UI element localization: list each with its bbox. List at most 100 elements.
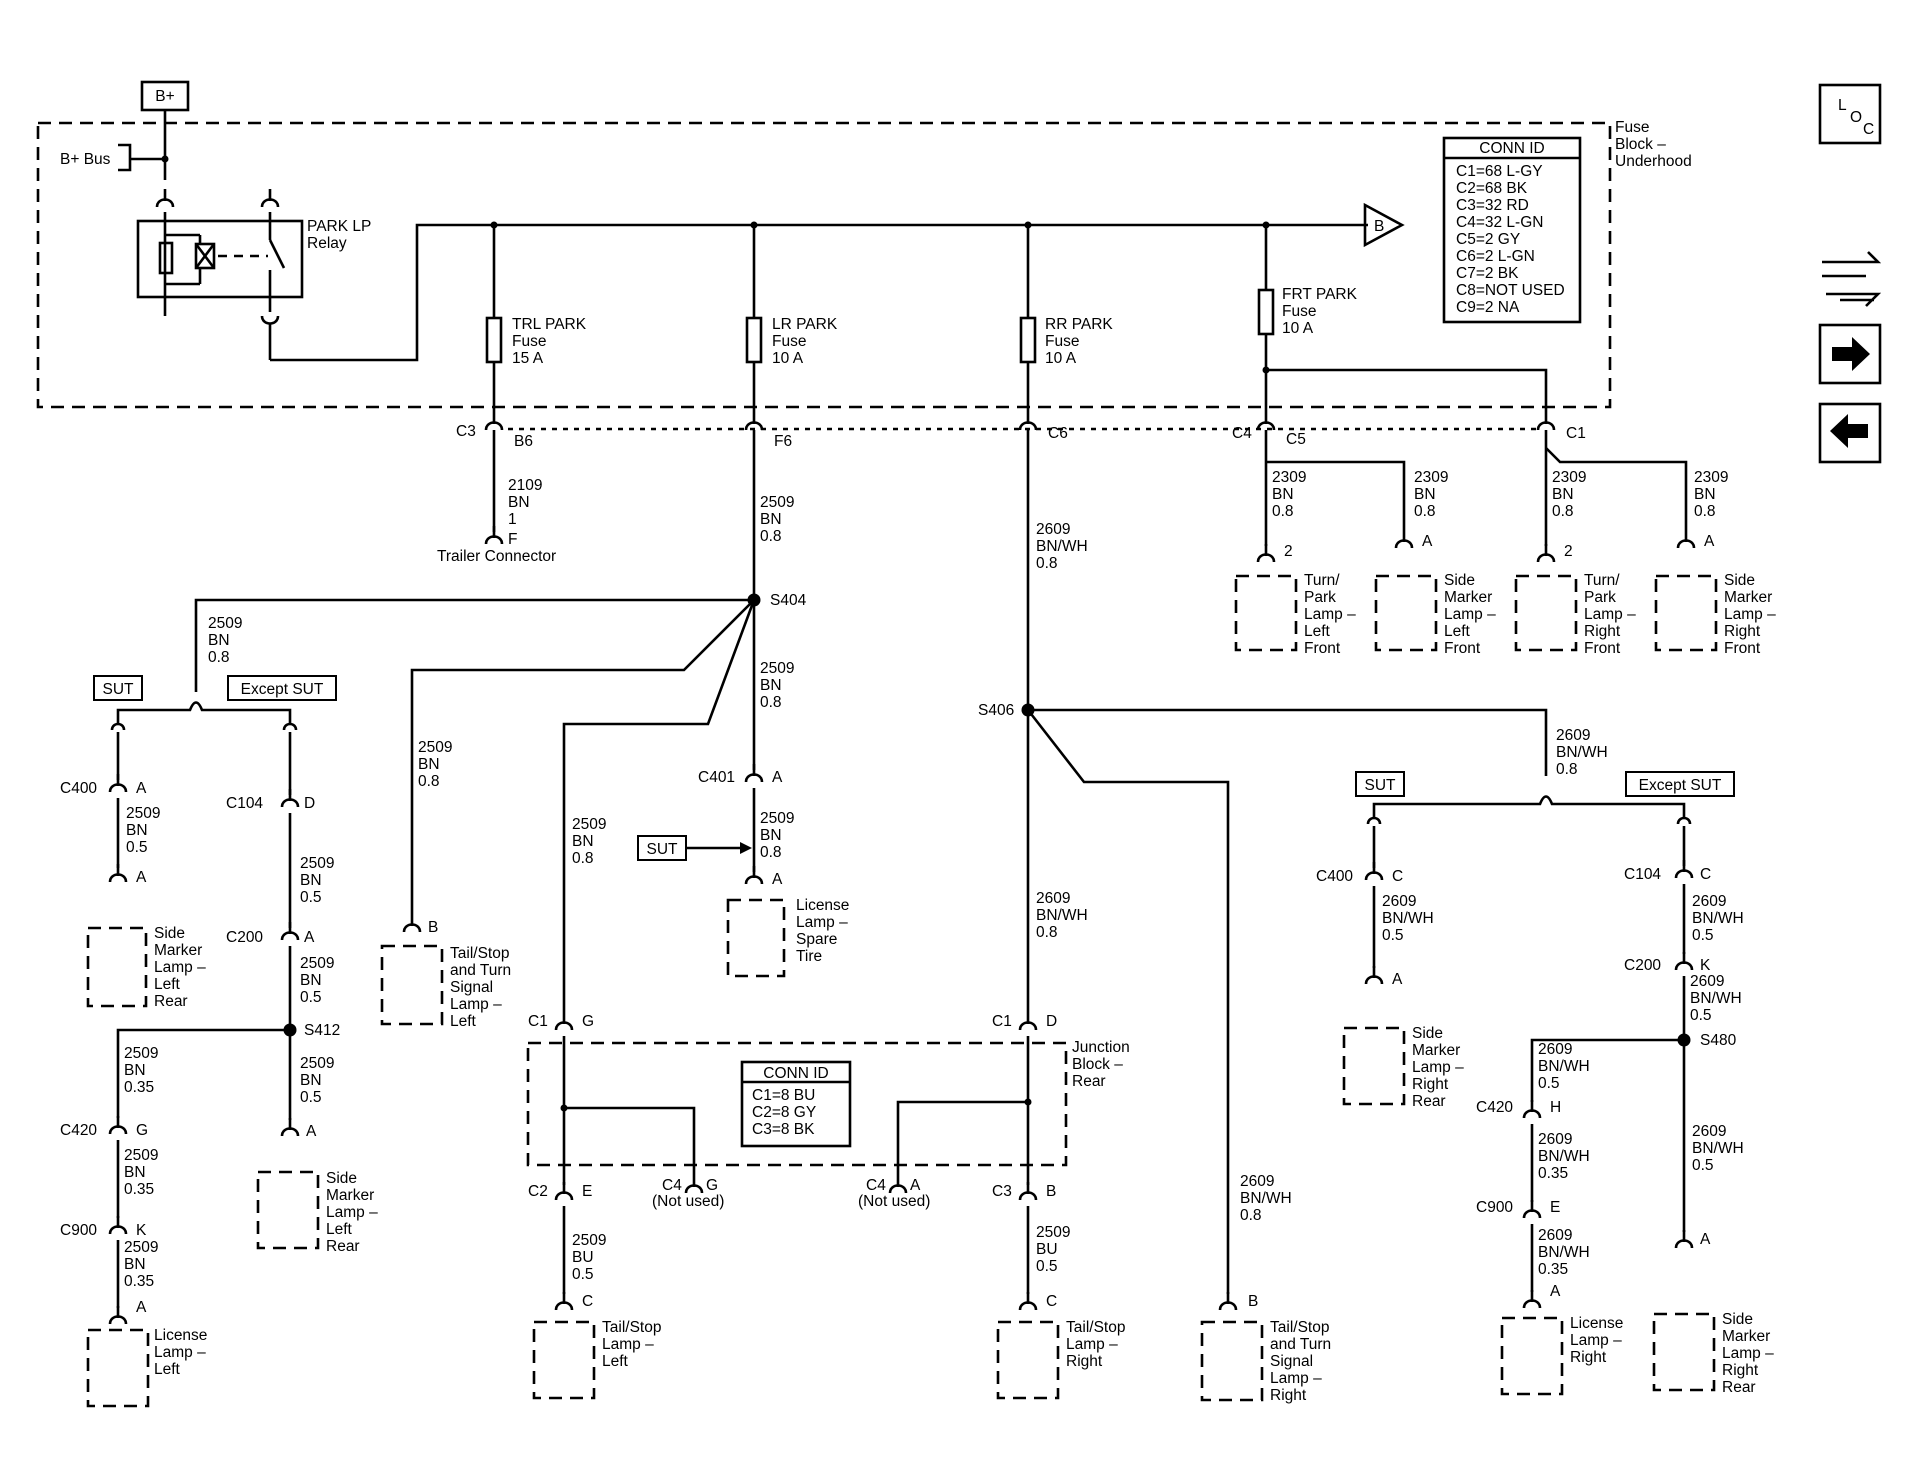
wire-2509-s404-tail-left: 2509 BN 0.8 [418,739,452,790]
tail-stop-lamp-right: Tail/Stop Lamp – Right [996,1319,1125,1400]
tail-stop-lamp-left: Tail/Stop Lamp – Left [532,1319,661,1400]
svg-text:0.5: 0.5 [572,1266,594,1283]
svg-text:BN/WH: BN/WH [1538,1058,1590,1075]
park-lamp-relay: PARK LP Relay [136,187,371,360]
side-marker-lamp-right-front: Side Marker Lamp – Right Front [1654,572,1776,657]
svg-text:Side: Side [154,925,185,942]
svg-text:BN/WH: BN/WH [1382,910,1434,927]
svg-text:2609: 2609 [1692,893,1726,910]
svg-text:BN: BN [300,1072,322,1089]
svg-text:C420: C420 [60,1122,97,1139]
svg-text:and Turn: and Turn [450,962,511,979]
svg-text:Except SUT: Except SUT [1639,777,1722,794]
b-plus-bus-label: B+ Bus [60,151,111,168]
loc-icon[interactable]: L O C [1818,83,1882,145]
trl-park-fuse: TRL PARK Fuse 15 A [485,221,587,412]
svg-text:2309: 2309 [1272,469,1306,486]
sut-option-right: SUT [1355,771,1405,797]
svg-text:0.5: 0.5 [300,1089,322,1106]
svg-text:2109: 2109 [508,477,542,494]
svg-text:BN: BN [760,827,782,844]
wire-2509-c900-lic: 2509 BN 0.35 [124,1239,158,1290]
svg-text:Lamp –: Lamp – [1722,1345,1774,1362]
svg-text:Fuse: Fuse [1615,119,1649,136]
svg-text:A: A [1392,971,1403,988]
wire-2609-s480: 2609 BN/WH 0.5 [1692,1123,1744,1174]
wire-2509-lr-top: 2509 BN 0.8 [760,494,794,545]
svg-text:C3: C3 [456,423,476,440]
svg-text:C3=8 BK: C3=8 BK [752,1121,815,1138]
svg-text:License: License [1570,1315,1623,1332]
svg-text:2509: 2509 [208,615,242,632]
lr-park-fuse: LR PARK Fuse 10 A [745,221,838,412]
svg-text:A: A [1700,1231,1711,1248]
svg-text:G: G [136,1122,148,1139]
svg-text:and Turn: and Turn [1270,1336,1331,1353]
svg-text:Tail/Stop: Tail/Stop [1270,1319,1329,1336]
svg-text:Lamp –: Lamp – [154,959,206,976]
fuse-block-label: Fuse Block – Underhood [1615,119,1692,170]
wire-2609-c420-c900: 2609 BN/WH 0.35 [1538,1131,1590,1182]
svg-text:C5: C5 [1286,431,1306,448]
svg-text:C200: C200 [1624,957,1661,974]
svg-text:1: 1 [508,511,517,528]
svg-text:0.8: 0.8 [1036,924,1058,941]
svg-text:Block –: Block – [1072,1056,1123,1073]
svg-text:BN/WH: BN/WH [1692,910,1744,927]
svg-text:FRT PARK: FRT PARK [1282,286,1358,303]
svg-text:Lamp –: Lamp – [450,996,502,1013]
svg-text:B+: B+ [155,88,174,105]
svg-text:Left: Left [326,1221,353,1238]
svg-text:2609: 2609 [1538,1131,1572,1148]
svg-text:C3=32 RD: C3=32 RD [1456,197,1529,214]
svg-text:C9=2 NA: C9=2 NA [1456,299,1520,316]
svg-text:0.35: 0.35 [1538,1261,1568,1278]
svg-text:Fuse: Fuse [772,333,806,350]
svg-text:Left: Left [1304,623,1331,640]
wire-2309-sm-right: 2309 BN 0.8 [1694,469,1728,520]
svg-text:Turn/: Turn/ [1584,572,1620,589]
wire-2609-rr-top: 2609 BN/WH 0.8 [1036,521,1088,572]
svg-text:A: A [772,871,783,888]
svg-text:2: 2 [1564,543,1573,560]
connector-view-icon[interactable] [1822,251,1882,307]
svg-text:Lamp –: Lamp – [1066,1336,1118,1353]
svg-text:2509: 2509 [572,816,606,833]
wire-2609-sut-right: 2609 BN/WH 0.5 [1382,893,1434,944]
svg-text:Spare: Spare [796,931,837,948]
svg-text:BN: BN [124,1256,146,1273]
svg-text:0.8: 0.8 [1552,503,1574,520]
svg-text:G: G [582,1013,594,1030]
svg-text:2509: 2509 [760,660,794,677]
svg-text:SUT: SUT [647,841,679,858]
wire-2609-c900-lic: 2609 BN/WH 0.35 [1538,1227,1590,1278]
svg-text:0.8: 0.8 [760,528,782,545]
svg-text:BN: BN [124,1062,146,1079]
svg-text:C: C [582,1293,593,1310]
svg-text:2509: 2509 [1036,1224,1070,1241]
svg-text:C1=68 L-GY: C1=68 L-GY [1456,163,1543,180]
svg-text:BN: BN [1272,486,1294,503]
svg-text:C7=2 BK: C7=2 BK [1456,265,1519,282]
svg-text:BN: BN [208,632,230,649]
svg-text:C: C [1392,868,1403,885]
svg-text:Right: Right [1570,1349,1607,1366]
svg-text:C3: C3 [992,1183,1012,1200]
svg-text:10 A: 10 A [1045,350,1077,367]
svg-text:Side: Side [1444,572,1475,589]
svg-text:Right: Right [1066,1353,1103,1370]
svg-text:PARK LP: PARK LP [307,218,371,235]
conn-id-table-top: CONN ID C1=68 L-GY C2=68 BK C3=32 RD C4=… [1442,136,1582,324]
svg-text:C2=68 BK: C2=68 BK [1456,180,1528,197]
side-marker-lamp-left-rear-sut: Side Marker Lamp – Left Rear [86,925,206,1010]
forward-arrow-icon[interactable] [1818,323,1882,385]
wire-2509-c420-top: 2509 BN 0.35 [124,1045,158,1096]
turn-park-lamp-right-front: Turn/ Park Lamp – Right Front [1514,572,1636,657]
svg-text:C104: C104 [1624,866,1661,883]
svg-text:Lamp –: Lamp – [1444,606,1496,623]
svg-text:BN/WH: BN/WH [1556,744,1608,761]
svg-text:C900: C900 [60,1222,97,1239]
back-arrow-icon[interactable] [1818,402,1882,464]
svg-text:0.8: 0.8 [208,649,230,666]
b-plus-source: B+ [140,80,190,112]
